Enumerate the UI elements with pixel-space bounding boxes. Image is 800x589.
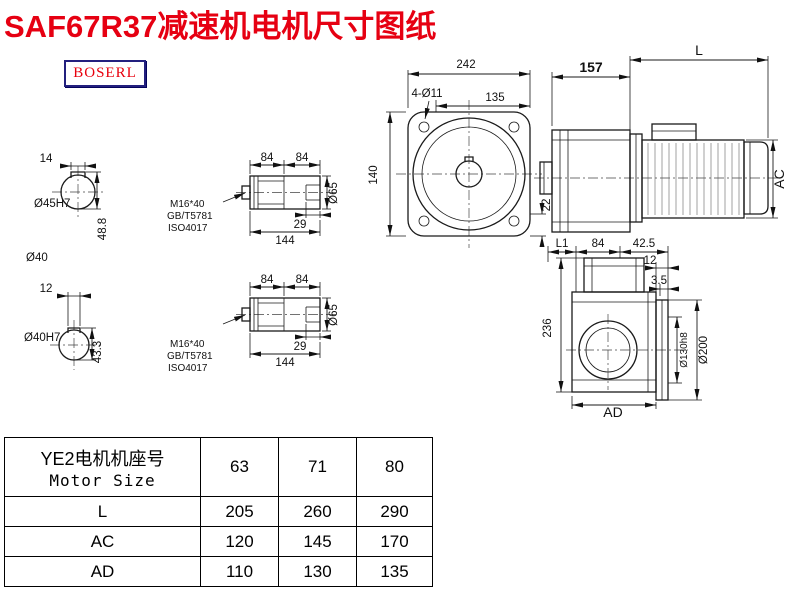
motor-size-80: 80 xyxy=(356,437,433,497)
dim-output-height: 236 xyxy=(542,318,554,337)
bore-circle-bottom xyxy=(58,329,90,361)
view-shaft-top: 84 84 29 144 Ø65 M16*40 GB/T5781 ISO4017 xyxy=(167,152,340,247)
flange-spigot-circle xyxy=(421,126,517,222)
table-header-row: YE2电机机座号 Motor Size 63 71 80 xyxy=(4,437,433,497)
dim-output-width: AD xyxy=(603,404,622,420)
shaft-bore-circle xyxy=(455,160,483,188)
hollow-shaft-stub xyxy=(539,161,553,195)
label-standard2-bottom: ISO4017 xyxy=(168,363,208,374)
dim-shaft-bottom-seg2: 84 xyxy=(296,274,309,286)
table-header-cn: YE2电机机座号 xyxy=(40,448,165,469)
motor-size-63: 63 xyxy=(200,437,279,497)
flange-plate-outline xyxy=(407,111,531,237)
row-label-AD: AD xyxy=(4,556,201,587)
value-AC-71: 145 xyxy=(278,526,357,557)
dim-shaft-top-seg1: 84 xyxy=(261,152,274,164)
dim-shaft-top-seg2: 84 xyxy=(296,152,309,164)
dim-keyway-depth-bottom: 43.3 xyxy=(92,341,104,363)
dim-shaft-bottom-key-length: 29 xyxy=(294,341,307,353)
dim-motor-diameter: AC xyxy=(771,169,787,188)
dim-bore-bottom: Ø40H7 xyxy=(24,332,60,344)
dim-keyway-depth-top: 48.8 xyxy=(97,218,109,240)
dim-gearbox-length: 157 xyxy=(579,59,603,75)
view-bore-section-bottom: 12 Ø40H7 43.3 xyxy=(24,283,104,370)
output-bore-circle xyxy=(578,320,638,380)
table-header-motor-size: YE2电机机座号 Motor Size xyxy=(4,437,201,497)
dim-spigot-diameter: Ø130h8 xyxy=(679,332,690,368)
dim-shaft-od-top: Ø40 xyxy=(26,252,48,264)
gearbox-housing-side xyxy=(551,129,631,233)
page-title: SAF67R37减速机电机尺寸图纸 xyxy=(4,9,437,44)
dim-front-depth: 22 xyxy=(541,199,553,212)
label-bolt-bottom: M16*40 xyxy=(170,339,205,350)
dim-shaft-top-total: 144 xyxy=(275,235,295,247)
label-standard1-top: GB/T5781 xyxy=(167,211,213,222)
dim-flange-diameter: Ø200 xyxy=(698,336,710,364)
value-AC-63: 120 xyxy=(200,526,279,557)
bolt-head-top xyxy=(241,185,251,200)
view-shaft-bottom: 84 84 29 144 Ø65 M16*40 GB/T5781 ISO4017 xyxy=(167,274,340,374)
value-AC-80: 170 xyxy=(356,526,433,557)
table-row-L: L 205 260 290 xyxy=(4,496,433,527)
value-L-80: 290 xyxy=(356,496,433,527)
housing-body xyxy=(571,291,657,393)
motor-body xyxy=(641,139,745,219)
dim-flange-step: 3.5 xyxy=(651,275,667,287)
dim-front-inner-width: 135 xyxy=(485,92,504,104)
dim-shaft-top-diameter: Ø65 xyxy=(328,182,340,204)
dim-shaft-top-key-length: 29 xyxy=(294,219,307,231)
label-bolt-top: M16*40 xyxy=(170,199,205,210)
terminal-box xyxy=(651,123,697,141)
bolt-hole xyxy=(418,121,430,133)
bolt-hole xyxy=(508,121,520,133)
dim-bore-top: Ø45H7 xyxy=(34,198,70,210)
motor-size-table: YE2电机机座号 Motor Size 63 71 80 L 205 260 2… xyxy=(4,437,433,587)
bolt-head-bottom xyxy=(241,307,251,322)
brand-logo-text: BOSERL xyxy=(73,65,137,81)
table-header-en: Motor Size xyxy=(49,470,156,490)
view-side: 157 L AC xyxy=(534,42,787,233)
label-standard1-bottom: GB/T5781 xyxy=(167,351,213,362)
dim-shaft-bottom-diameter: Ø65 xyxy=(328,304,340,326)
fan-cowl xyxy=(743,141,769,215)
value-AD-71: 130 xyxy=(278,556,357,587)
view-output: L1 84 42.5 12 3.5 236 Ø130h8 Ø200 xyxy=(542,238,710,420)
dim-keyway-width-top: 14 xyxy=(40,153,53,165)
keyway-top xyxy=(70,171,86,178)
dim-flange-thickness: 12 xyxy=(644,255,657,267)
value-L-71: 260 xyxy=(278,496,357,527)
dim-shaft-bottom-total: 144 xyxy=(275,357,295,369)
dim-shaft-bottom-seg1: 84 xyxy=(261,274,274,286)
motor-cooling-fins xyxy=(647,143,740,215)
label-bolt-holes: 4-Ø11 xyxy=(411,88,442,100)
dim-output-offset: 42.5 xyxy=(633,238,655,250)
value-AD-80: 135 xyxy=(356,556,433,587)
bore-keyway xyxy=(464,156,474,162)
dim-motor-length: L xyxy=(695,42,703,58)
table-row-AC: AC 120 145 170 xyxy=(4,526,433,557)
flange-outer-circle xyxy=(412,117,526,231)
dim-output-seg: 84 xyxy=(592,238,605,250)
bolt-hole xyxy=(508,215,520,227)
housing-top-section xyxy=(583,257,645,293)
keyway-bottom xyxy=(67,327,81,333)
row-label-AC: AC xyxy=(4,526,201,557)
value-AD-63: 110 xyxy=(200,556,279,587)
dim-output-l1: L1 xyxy=(556,238,569,250)
label-standard2-top: ISO4017 xyxy=(168,223,208,234)
bolt-hole xyxy=(418,215,430,227)
dim-front-height: 140 xyxy=(368,165,380,184)
brand-logo: BOSERL xyxy=(64,60,146,87)
dim-keyway-width-bottom: 12 xyxy=(40,283,53,295)
dim-front-overall-width: 242 xyxy=(456,59,475,71)
table-row-AD: AD 110 130 135 xyxy=(4,556,433,587)
motor-size-71: 71 xyxy=(278,437,357,497)
value-L-63: 205 xyxy=(200,496,279,527)
view-front: 242 135 4-Ø11 140 22 xyxy=(368,59,553,248)
row-label-L: L xyxy=(4,496,201,527)
view-bore-section-top: 14 Ø45H7 48.8 Ø40 xyxy=(26,153,109,264)
